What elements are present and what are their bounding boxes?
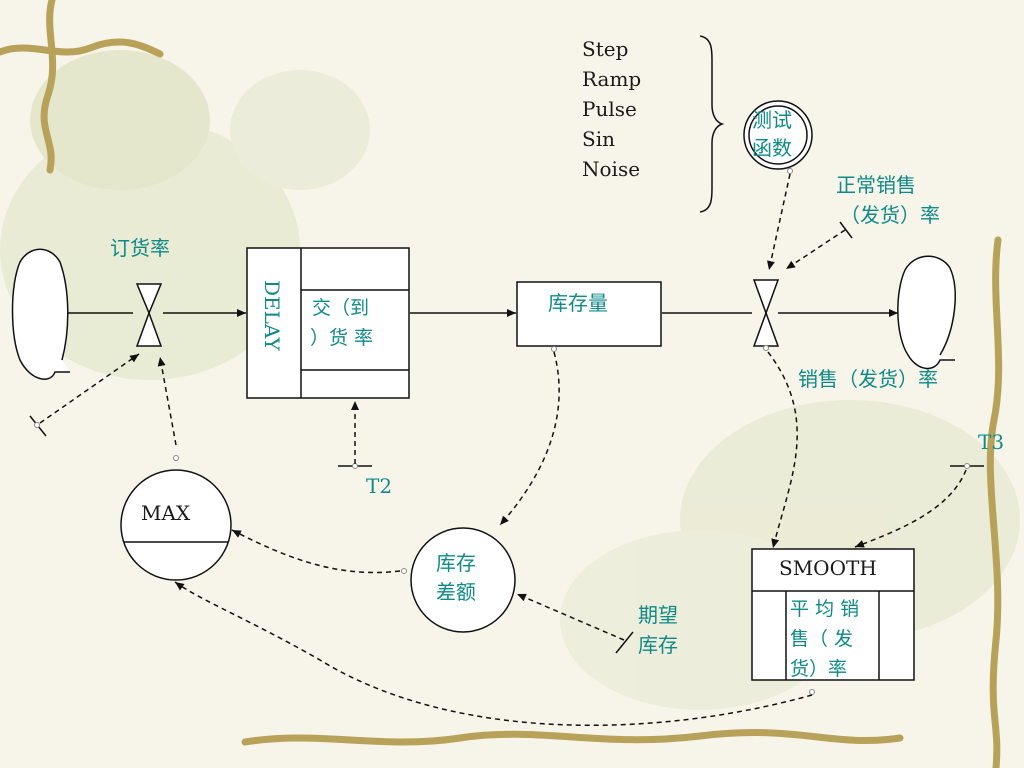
expected-inventory-label-line2: 库存	[638, 633, 678, 657]
order-rate-label: 订货率	[110, 236, 170, 260]
max-block-label: MAX	[141, 501, 191, 525]
gap-to-max-link	[231, 529, 401, 574]
test-function-sin: Sin	[582, 127, 615, 151]
max-block	[120, 469, 232, 581]
inventory-gap-label-line2: 差额	[436, 580, 476, 604]
smooth-to-max-link	[174, 581, 813, 727]
test-function-node	[743, 100, 813, 170]
test-function-noise: Noise	[582, 157, 640, 181]
max-to-order-link	[157, 356, 177, 446]
test-function-pulse: Pulse	[582, 97, 637, 121]
smooth-block-title: SMOOTH	[779, 556, 877, 580]
inventory-to-gap-link	[499, 351, 560, 526]
inventory-label: 库存量	[548, 291, 608, 315]
inventory-gap-label-line1: 库存	[436, 551, 476, 575]
avg-sales-label-line2: 售（ 发	[790, 628, 853, 650]
t3-to-smooth-link	[854, 469, 967, 548]
smooth-block	[751, 548, 915, 681]
test-function-node-line2: 函数	[752, 136, 792, 160]
sales-rate-label: 销售（发货）率	[798, 367, 938, 391]
sink-cloud	[897, 255, 956, 370]
test-functions-brace	[699, 35, 725, 213]
normal-sales-label-line1: 正常销售	[836, 173, 916, 197]
order-exogenous-link	[39, 353, 140, 424]
test-function-step: Step	[582, 37, 628, 61]
vine-border-decoration	[0, 0, 1003, 768]
delay-block-title: DELAY	[260, 280, 284, 352]
expected-inventory-marker	[615, 631, 634, 654]
order-rate-valve	[135, 283, 163, 347]
delivery-rate-label-line2: ）货 率	[310, 327, 373, 349]
inventory-gap-node	[410, 527, 516, 633]
avg-sales-label-line3: 货）率	[790, 658, 847, 680]
t3-label: T3	[978, 430, 1004, 454]
test-function-to-sales-link	[767, 173, 791, 271]
sales-to-smooth-link	[767, 351, 798, 549]
avg-sales-label-line1: 平 均 销	[790, 598, 859, 620]
source-cloud	[11, 248, 70, 380]
delay-block	[246, 247, 410, 399]
t2-label: T2	[366, 474, 392, 498]
test-function-node-line1: 测试	[752, 108, 792, 132]
inventory-stock	[516, 281, 662, 347]
normal-sales-to-sales-link	[785, 229, 846, 270]
test-function-ramp: Ramp	[582, 67, 641, 91]
expected-inventory-link	[516, 593, 625, 641]
sales-rate-valve	[752, 279, 780, 347]
normal-sales-label-line2: （发货）率	[840, 203, 940, 227]
delivery-rate-label-line1: 交（到	[312, 297, 369, 319]
normal-sales-marker	[839, 221, 853, 239]
expected-inventory-label-line1: 期望	[638, 603, 678, 627]
